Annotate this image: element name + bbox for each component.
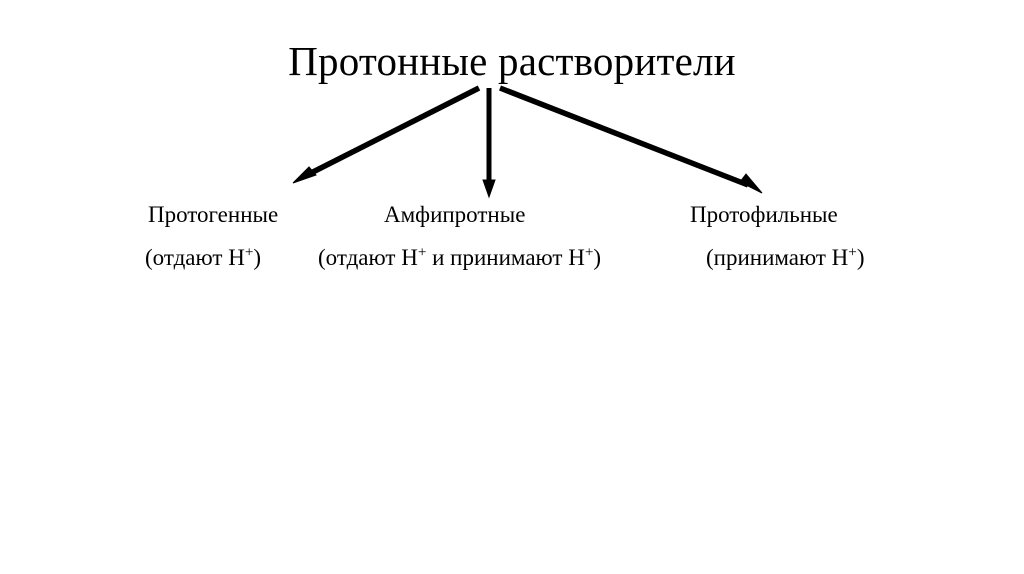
description-protophilic-prefix: (принимают H	[706, 245, 849, 270]
category-row: Протогенные Амфипротные Протофильные	[0, 200, 1024, 232]
description-amphiprotic-prefix: (отдают H	[318, 245, 418, 270]
description-amphiprotic-suffix: )	[593, 245, 602, 270]
description-protogenic-prefix: (отдают H	[145, 245, 245, 270]
description-protophilic-suffix: )	[856, 245, 865, 270]
description-amphiprotic: (отдают H+ и принимают H+)	[318, 243, 601, 273]
category-label-protophilic: Протофильные	[690, 202, 838, 227]
page-title: Протонные растворители	[288, 38, 736, 84]
category-label-protogenic: Протогенные	[148, 202, 279, 227]
description-row: (отдают H+) (отдают H+ и принимают H+) (…	[0, 243, 1024, 277]
description-amphiprotic-superscript-2: +	[584, 243, 594, 261]
description-amphiprotic-middle: и принимают H	[426, 245, 585, 270]
description-protogenic-suffix: )	[253, 245, 262, 270]
category-label-amphiprotic: Амфипротные	[384, 202, 526, 227]
description-amphiprotic-superscript-1: +	[417, 243, 427, 261]
description-protophilic-superscript: +	[848, 243, 857, 261]
arrow-down-icon	[482, 88, 496, 199]
description-protogenic: (отдают H+)	[145, 243, 261, 273]
arrow-down-left-icon	[292, 85, 481, 184]
arrow-down-right-icon	[498, 85, 763, 194]
description-protogenic-superscript: +	[244, 243, 254, 261]
description-protophilic: (принимают H+)	[706, 243, 865, 273]
